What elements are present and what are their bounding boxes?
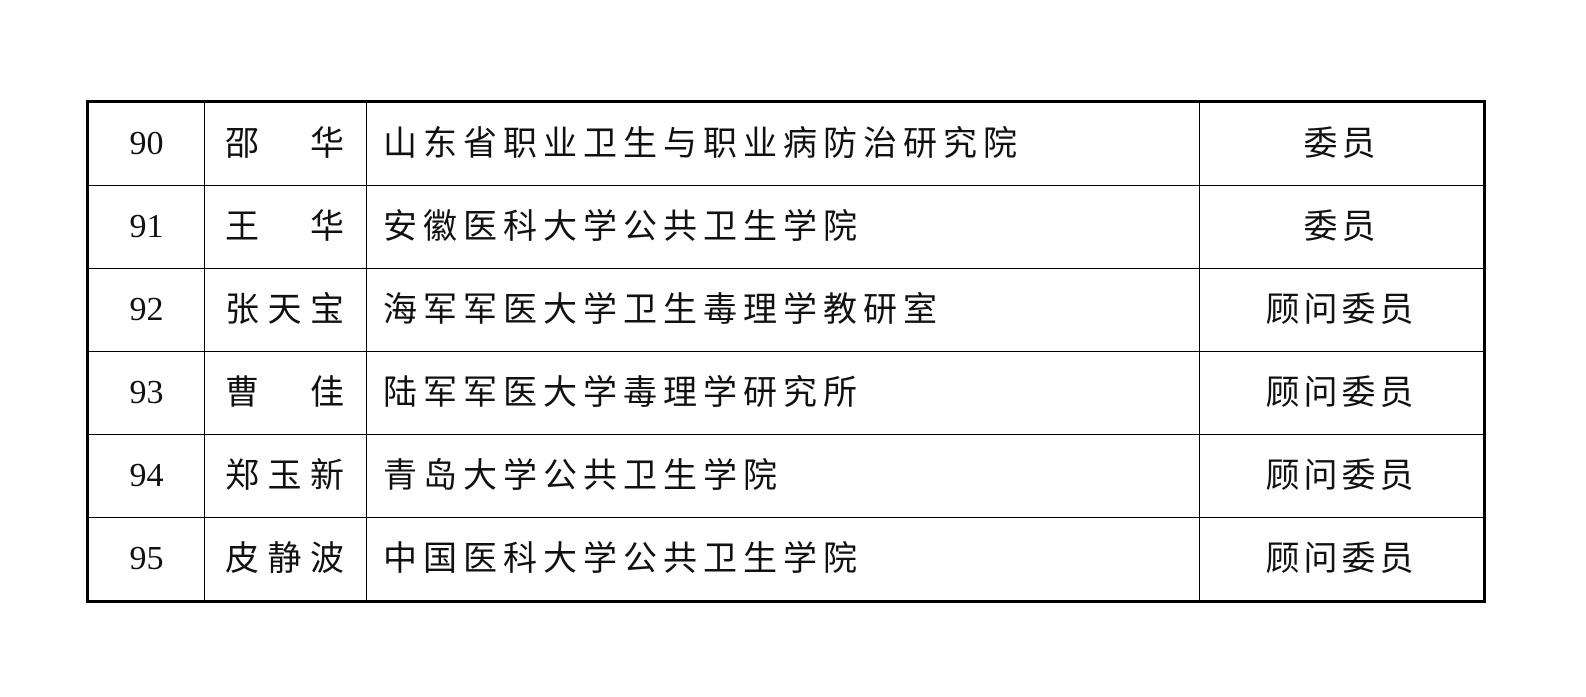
row-number: 94	[87, 434, 205, 518]
table-row: 92 张天宝 海军军医大学卫生毒理学教研室 顾问委员	[87, 268, 1485, 352]
member-organization: 中国医科大学公共卫生学院	[366, 517, 1200, 602]
member-role: 顾问委员	[1199, 517, 1485, 602]
member-organization: 海军军医大学卫生毒理学教研室	[366, 268, 1200, 352]
member-role: 委员	[1199, 101, 1485, 186]
member-name: 皮静波	[204, 517, 367, 602]
row-number: 93	[87, 351, 205, 435]
row-number: 92	[87, 268, 205, 352]
member-name: 郑玉新	[204, 434, 367, 518]
member-organization: 安徽医科大学公共卫生学院	[366, 185, 1200, 269]
member-name: 曹 佳	[204, 351, 367, 435]
row-number: 95	[87, 517, 205, 602]
member-name: 邵 华	[204, 101, 367, 186]
table-row: 90 邵 华 山东省职业卫生与职业病防治研究院 委员	[87, 101, 1485, 186]
row-number: 91	[87, 185, 205, 269]
member-name: 张天宝	[204, 268, 367, 352]
table-row: 91 王 华 安徽医科大学公共卫生学院 委员	[87, 185, 1485, 269]
member-organization: 山东省职业卫生与职业病防治研究院	[366, 101, 1200, 186]
member-organization: 青岛大学公共卫生学院	[366, 434, 1200, 518]
member-role: 顾问委员	[1199, 268, 1485, 352]
member-organization: 陆军军医大学毒理学研究所	[366, 351, 1200, 435]
member-role: 顾问委员	[1199, 351, 1485, 435]
member-role: 委员	[1199, 185, 1485, 269]
member-role: 顾问委员	[1199, 434, 1485, 518]
member-table: 90 邵 华 山东省职业卫生与职业病防治研究院 委员 91 王 华 安徽医科大学…	[86, 100, 1486, 603]
table-row: 95 皮静波 中国医科大学公共卫生学院 顾问委员	[87, 517, 1485, 602]
table-row: 94 郑玉新 青岛大学公共卫生学院 顾问委员	[87, 434, 1485, 518]
table-row: 93 曹 佳 陆军军医大学毒理学研究所 顾问委员	[87, 351, 1485, 435]
row-number: 90	[87, 101, 205, 186]
member-name: 王 华	[204, 185, 367, 269]
